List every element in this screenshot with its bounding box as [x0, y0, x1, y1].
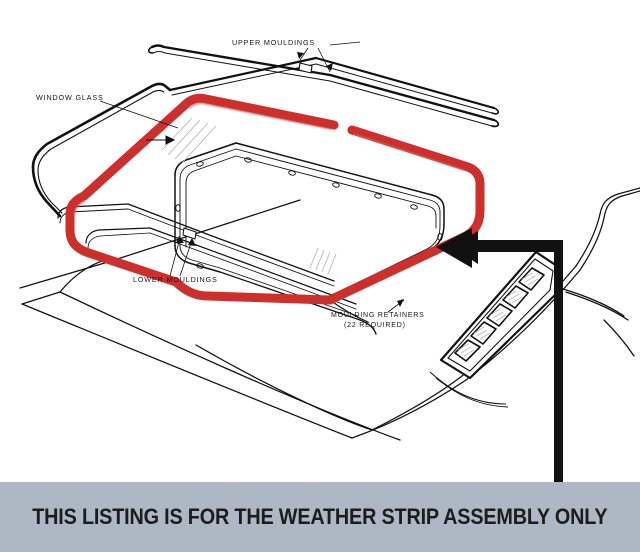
banner-message: THIS LISTING IS FOR THE WEATHER STRIP AS… — [32, 503, 608, 529]
label-lower-mouldings: LOWER MOULDINGS — [133, 275, 218, 284]
weather-strip-diagram: UPPER MOULDINGS WINDOW GLASS LOWER MOULD… — [19, 38, 640, 482]
window-glass-pane — [31, 44, 500, 218]
label-upper-mouldings: UPPER MOULDINGS — [232, 38, 315, 47]
weather-strip — [65, 93, 485, 305]
listing-banner: THIS LISTING IS FOR THE WEATHER STRIP AS… — [0, 482, 640, 552]
label-moulding-retainers-qty: (22 REQUIRED) — [344, 322, 406, 329]
moulding-retainer-frame — [174, 142, 445, 301]
glass-pointer-arrow — [146, 135, 176, 145]
callout-arrow — [436, 228, 563, 482]
diagram-area: UPPER MOULDINGS WINDOW GLASS LOWER MOULD… — [19, 38, 640, 482]
label-moulding-retainers: MOULDING RETAINERS — [331, 312, 425, 319]
quarter-window-louvers — [429, 250, 562, 408]
lower-mouldings-bars — [57, 203, 377, 335]
leader-arrowheads — [176, 52, 404, 307]
glass-surface-hatching — [161, 117, 217, 164]
weather-strip-highlight — [73, 102, 465, 217]
label-window-glass: WINDOW GLASS — [36, 93, 104, 102]
glass-surface-hatching-2 — [309, 247, 337, 275]
body-outline — [19, 187, 640, 441]
